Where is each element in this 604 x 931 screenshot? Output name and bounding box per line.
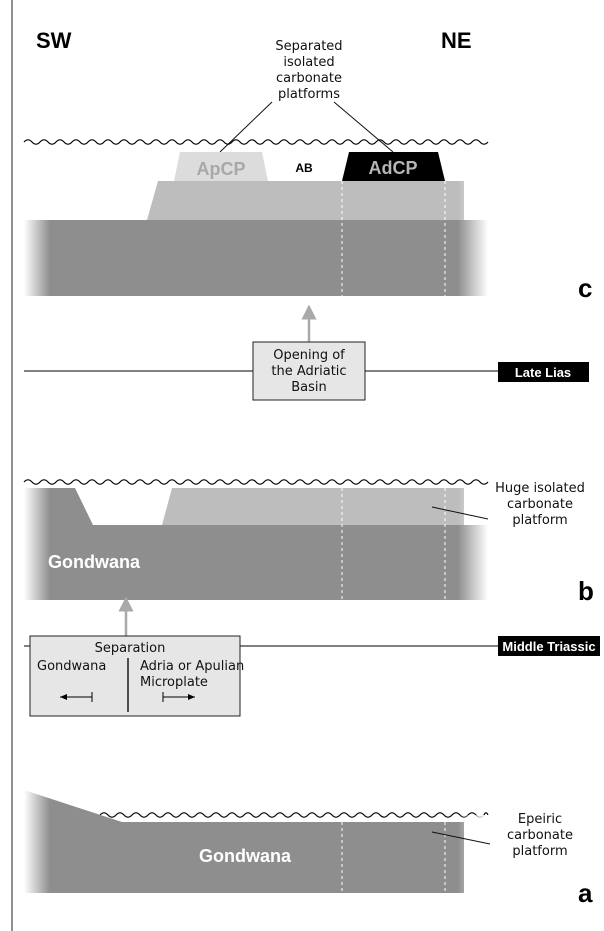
edge-fade-right-c [458, 181, 488, 296]
panel-b-callout-line-2: carbonate [507, 497, 573, 512]
carbonate-shelf-c [147, 181, 464, 220]
age-tag-late-lias-bg [498, 362, 589, 382]
ab-label: AB [295, 161, 313, 175]
sea-level-wave-a [99, 812, 489, 818]
panel-c-callout-line-4: platforms [278, 87, 340, 102]
panel-c-callout-line-1: Separated [275, 39, 342, 54]
age-tag-middle-triassic-bg [498, 636, 600, 656]
event-box-b-right-line-2: Microplate [140, 675, 208, 690]
panel-c: Separated isolated carbonate platforms A… [23, 39, 592, 401]
panel-b-letter: b [578, 576, 594, 606]
panel-c-letter: c [578, 273, 592, 303]
left-arrow-icon [60, 692, 93, 702]
huge-carbonate-platform-b [162, 488, 464, 525]
event-box-c-line-3: Basin [291, 380, 327, 395]
callout-leader-adcp [333, 101, 394, 153]
panel-a-callout-line-3: platform [512, 844, 567, 859]
adcp-label: AdCP [369, 158, 418, 178]
age-tag-late-lias: Late Lias [515, 365, 571, 380]
edge-fade-left-a [24, 790, 50, 893]
event-box-c-line-1: Opening of [273, 348, 345, 363]
apcp-platform [174, 152, 268, 181]
sw-label: SW [36, 28, 72, 53]
edge-fade-right-a [458, 815, 488, 893]
gondwana-basement-a [24, 790, 464, 893]
edge-fade-left-b [24, 488, 50, 600]
event-box-b [29, 635, 241, 717]
edge-fade-left-c [24, 220, 50, 296]
panel-a-letter: a [578, 878, 593, 908]
panel-a: Gondwana Epeiric carbonate platform a [24, 790, 593, 908]
event-box-b-right-line-1: Adria or Apulian [140, 659, 244, 674]
apcp-label: ApCP [197, 159, 246, 179]
panel-c-callout-line-3: carbonate [276, 71, 342, 86]
sea-level-wave-c [23, 139, 489, 145]
ne-label: NE [441, 28, 472, 53]
event-box-c [252, 341, 366, 401]
panel-c-callout-line-2: isolated [283, 55, 334, 70]
edge-fade-right-b [458, 488, 488, 600]
right-arrow-icon [162, 692, 195, 702]
panel-a-callout-line-2: carbonate [507, 828, 573, 843]
panel-a-callout-line-1: Epeiric [518, 812, 562, 827]
event-box-b-left-label: Gondwana [37, 659, 106, 674]
adcp-platform [342, 152, 445, 181]
sea-level-wave-b [23, 479, 489, 485]
basement-b [24, 525, 488, 600]
gondwana-label-a: Gondwana [199, 846, 292, 866]
event-box-b-title: Separation [95, 641, 166, 656]
event-box-c-line-2: the Adriatic [271, 364, 346, 379]
callout-leader-a [431, 831, 491, 845]
basement-c [24, 220, 488, 296]
gondwana-label-b: Gondwana [48, 552, 141, 572]
callout-leader-b [431, 506, 489, 520]
age-tag-middle-triassic: Middle Triassic [502, 639, 595, 654]
panel-b-callout-line-3: platform [512, 513, 567, 528]
panel-b: Gondwana Huge isolated carbonate platfor… [23, 479, 600, 717]
panel-b-callout-line-1: Huge isolated [495, 481, 585, 496]
